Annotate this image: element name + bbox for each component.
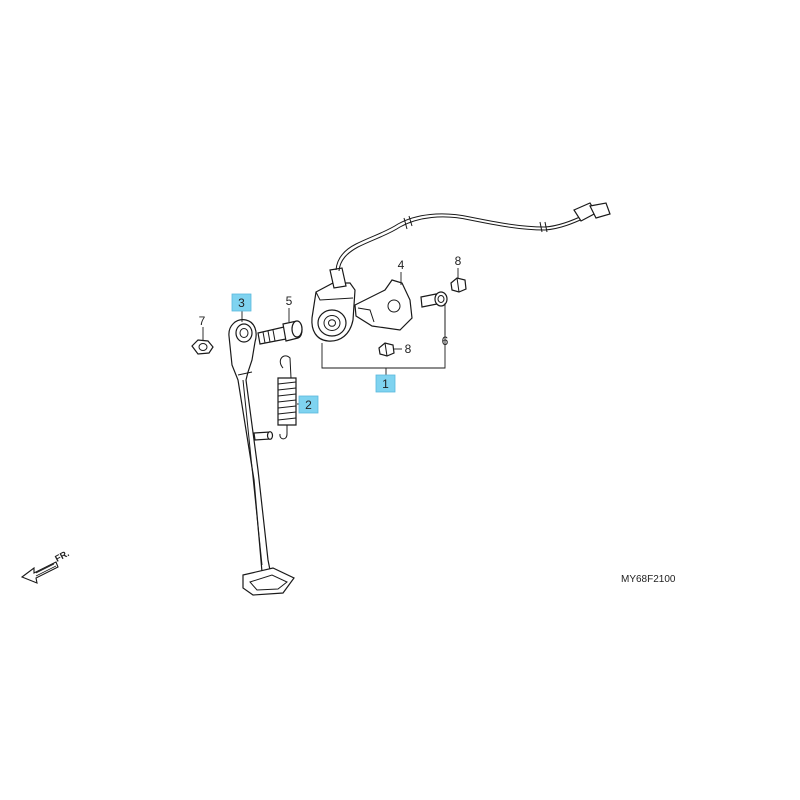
callout-2-label: 2 <box>305 398 312 412</box>
callout-2[interactable]: 2 <box>298 395 319 414</box>
switch-bracket <box>354 279 413 331</box>
drawing-code: MY68F2100 <box>621 574 676 585</box>
callout-1[interactable]: 1 <box>375 374 396 393</box>
callout-3[interactable]: 3 <box>231 293 252 312</box>
flange-bolt-upper <box>450 277 467 293</box>
nut <box>191 339 214 355</box>
front-direction-arrow: FR. <box>20 548 71 584</box>
callout-8-upper-label[interactable]: 8 <box>455 254 462 268</box>
pivot-bolt <box>257 320 303 345</box>
callout-3-label: 3 <box>238 296 245 310</box>
spring-hook-pin <box>253 431 274 441</box>
callout-4-label[interactable]: 4 <box>398 258 405 272</box>
switch-wire-harness <box>335 202 611 272</box>
front-direction-label: FR. <box>53 548 70 564</box>
bracket-bolt <box>420 291 448 308</box>
callout-8-lower-label[interactable]: 8 <box>405 342 412 356</box>
side-stand-switch <box>311 267 356 342</box>
side-stand <box>228 319 295 596</box>
stand-spring <box>277 355 297 440</box>
callout-5-label[interactable]: 5 <box>286 294 293 308</box>
callout-6-label[interactable]: 6 <box>442 334 449 348</box>
callout-1-label: 1 <box>382 377 389 391</box>
flange-bolt-lower <box>378 342 395 357</box>
callout-7-label[interactable]: 7 <box>199 314 206 328</box>
